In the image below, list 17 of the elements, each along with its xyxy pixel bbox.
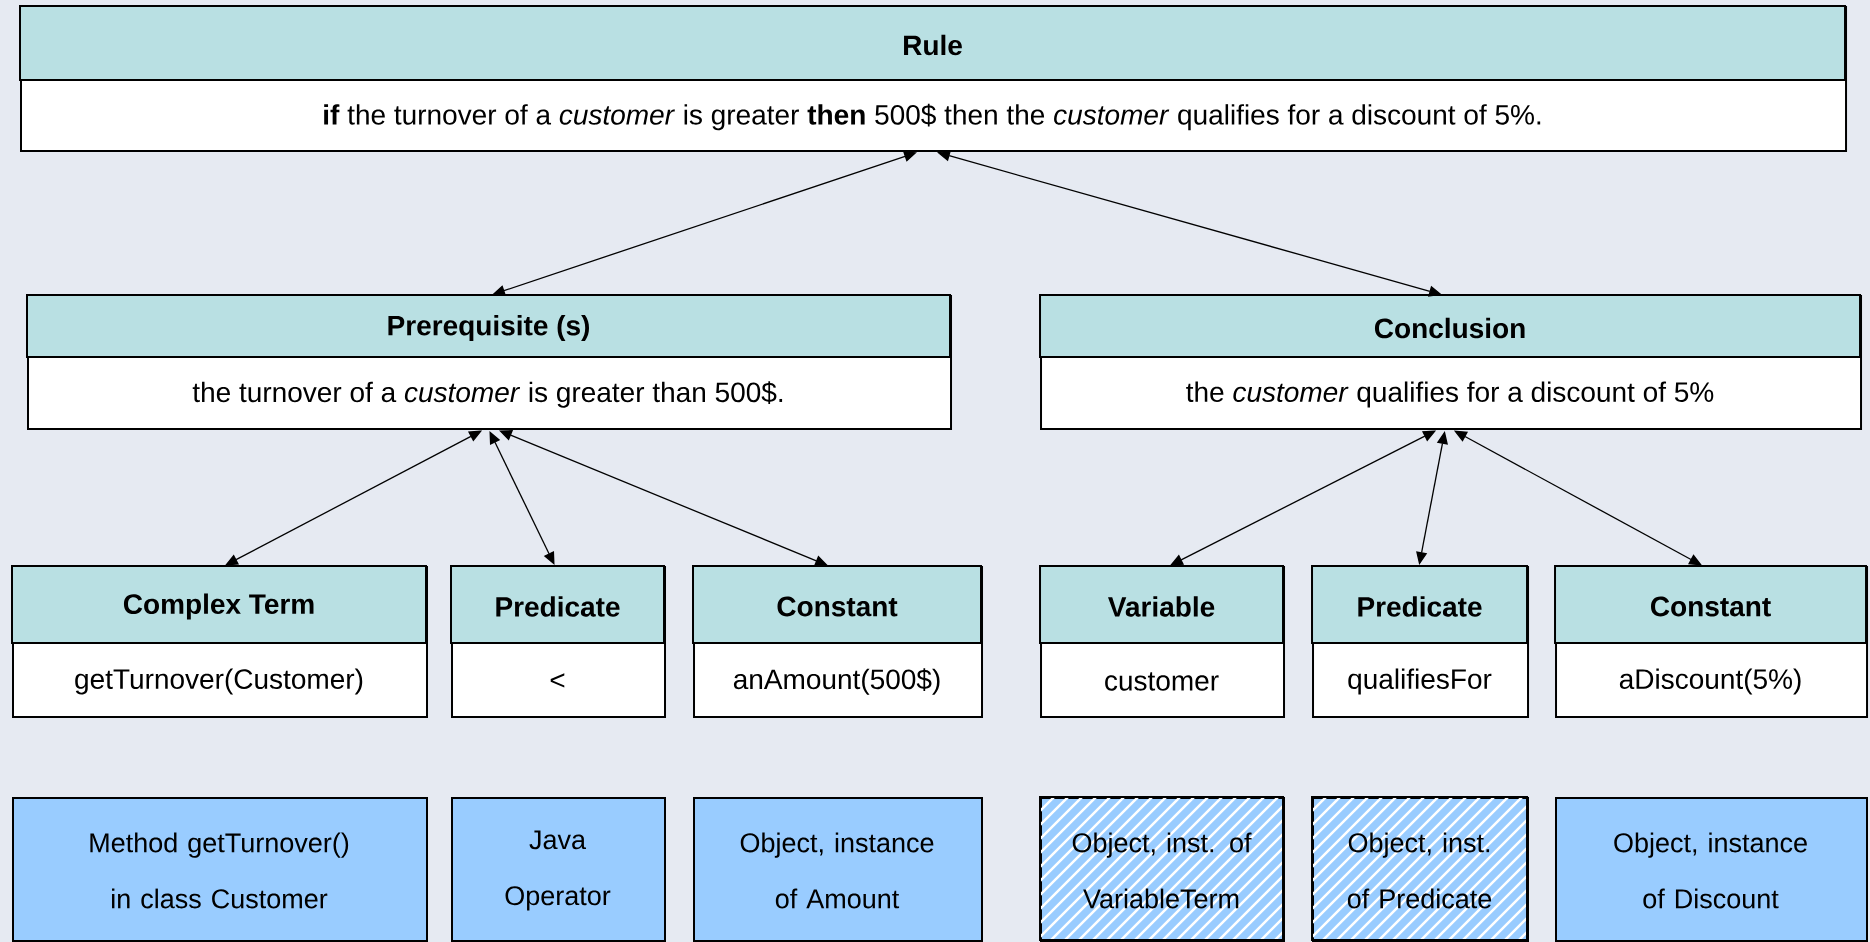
statement-box: Prerequisite (s) the turnover of a customer is greater than 500$. (26, 294, 952, 430)
arrow (937, 150, 1442, 297)
description-box: Method getTurnover() in class Customer (12, 797, 428, 942)
arrow (492, 151, 917, 296)
term-box: Variable customer (1039, 565, 1285, 718)
description-box: Java Operator (451, 797, 666, 942)
term-box: Predicate < (450, 565, 666, 718)
term-box: Constant aDiscount(5%) (1554, 565, 1869, 718)
hatched-box: Object, inst. of VariableTerm (1039, 796, 1285, 942)
arrow (1416, 431, 1448, 565)
statement-box: Conclusion the customer qualifies for a discount of 5% (1039, 294, 1863, 430)
description-box: Object, instance of Amount (693, 797, 983, 942)
term-box: Constant anAmount(500$) (692, 565, 983, 718)
description-box: Object, instance of Discount (1555, 797, 1869, 942)
hatched-box: Object, inst. of Predicate (1311, 796, 1529, 942)
term-box: Predicate qualifiesFor (1311, 565, 1529, 718)
term-box: Complex Term getTurnover(Customer) (11, 565, 428, 718)
